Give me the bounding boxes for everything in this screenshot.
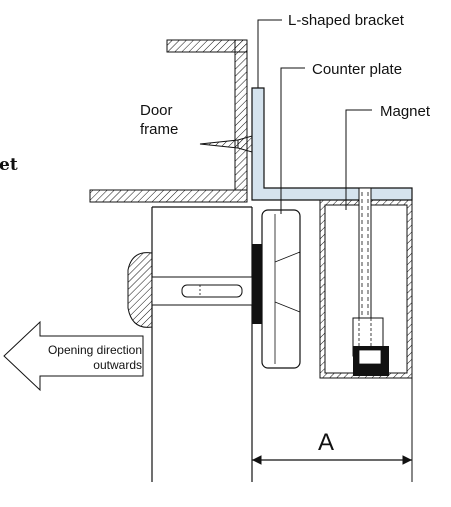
bracket-label: L-shaped bracket: [288, 12, 405, 29]
cut-off-text: et: [0, 155, 18, 175]
frame-screw: [199, 135, 253, 153]
dimension-label: A: [318, 429, 334, 456]
magnet-label: Magnet: [380, 103, 431, 120]
direction-label-line2: outwards: [93, 358, 142, 372]
door-leaf: [151, 206, 253, 482]
opening-direction-arrow: Opening direction outwards: [3, 320, 144, 392]
leader-lines: [257, 19, 372, 214]
l-shaped-bracket: [251, 87, 413, 201]
counter-plate-label: Counter plate: [312, 61, 402, 78]
door-knob: [127, 252, 253, 328]
direction-label-line1: Opening direction: [48, 343, 142, 357]
door-frame-label-line1: Door: [140, 102, 173, 119]
dimension-a: A: [252, 429, 412, 465]
door-frame: [89, 39, 248, 203]
magnet: [319, 187, 413, 379]
counter-plate: [261, 209, 301, 369]
door-frame-label-line2: frame: [140, 121, 178, 138]
